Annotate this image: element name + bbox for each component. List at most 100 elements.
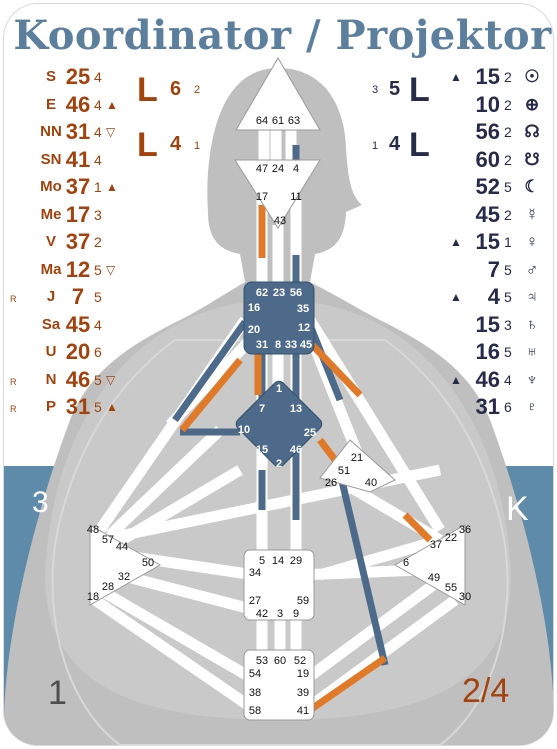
gate-label-42: 42 <box>256 608 268 620</box>
planet-symbol: N <box>45 370 57 388</box>
planet-symbol: ☋ <box>524 149 540 169</box>
gate-label-28: 28 <box>102 581 114 593</box>
planet-symbol: Mo <box>40 178 62 195</box>
gate-label-52: 52 <box>294 655 306 667</box>
gate-number: 10 <box>475 91 500 117</box>
gate-label-45: 45 <box>300 339 312 351</box>
gate-label-31: 31 <box>256 339 268 351</box>
planet-symbol: ♃ <box>525 287 539 306</box>
fixing-arrow: ▲ <box>450 372 462 387</box>
line-number: 5 <box>504 261 512 278</box>
line-number: 5 <box>504 344 512 360</box>
line-number: 5 <box>94 399 102 415</box>
gate-number: 7 <box>487 256 500 282</box>
profile-left-label: 3 <box>32 486 49 519</box>
gate-number: 15 <box>475 64 500 89</box>
ajna-center <box>234 159 321 229</box>
retrograde-marker: R <box>10 294 17 304</box>
gate-number: 41 <box>65 146 91 172</box>
gate-label-2: 2 <box>276 458 282 470</box>
gate-label-19: 19 <box>297 668 309 680</box>
gate-label-33: 33 <box>285 339 297 351</box>
planet-symbol: ♄ <box>525 314 539 334</box>
line-number: 2 <box>504 206 512 223</box>
gate-label-12: 12 <box>298 322 310 334</box>
solar-center <box>393 524 466 606</box>
gate-label-49: 49 <box>428 572 440 584</box>
gate-number: 31 <box>65 119 91 144</box>
bottom-left-number: 1 <box>48 674 67 712</box>
gate-label-29: 29 <box>290 555 302 567</box>
gate-label-43: 43 <box>274 215 286 227</box>
ego-center <box>319 439 396 493</box>
planet-symbol: ☿ <box>525 204 539 224</box>
planet-symbol: J <box>46 288 56 305</box>
planet-symbol: ♅ <box>525 342 539 361</box>
gate-label-58: 58 <box>249 705 261 717</box>
gate-label-35: 35 <box>297 303 309 315</box>
fixing-arrow: ▲ <box>450 70 462 84</box>
line-number: 3 <box>504 316 512 333</box>
planet-symbol: Ma <box>40 260 62 278</box>
gate-label-15: 15 <box>256 444 268 456</box>
gate-label-46: 46 <box>290 444 302 456</box>
body-outline <box>51 339 509 745</box>
gate-label-60: 60 <box>274 655 286 667</box>
planet-symbol: Sa <box>41 315 61 333</box>
design-variable-top-number: 6 <box>170 78 182 100</box>
sacral-center <box>243 549 315 621</box>
gate-label-3: 3 <box>277 608 283 620</box>
gate-number: 17 <box>65 201 91 227</box>
fixing-arrow: ▲ <box>106 400 118 414</box>
gate-label-51: 51 <box>338 465 350 477</box>
line-number: 4 <box>94 124 102 140</box>
gate-number: 16 <box>475 339 500 364</box>
planet-symbol: P <box>45 398 56 415</box>
gate-number: 52 <box>475 174 500 199</box>
root-center <box>243 649 315 721</box>
line-number: 5 <box>504 289 512 305</box>
planet-symbol: ☾ <box>524 177 540 196</box>
gate-number: 37 <box>65 229 91 254</box>
design-variable-bottom-letter: L <box>137 126 158 164</box>
gate-label-38: 38 <box>249 687 261 699</box>
design-variable-bottom-number: 4 <box>170 133 182 155</box>
gate-label-17: 17 <box>256 191 268 203</box>
line-number: 5 <box>504 179 512 195</box>
line-number: 5 <box>94 289 102 305</box>
gate-label-4: 4 <box>293 163 299 175</box>
gate-label-18: 18 <box>87 591 99 603</box>
gate-label-27: 27 <box>249 595 261 607</box>
design-variable-top-small: 2 <box>194 84 201 96</box>
gate-number: 60 <box>475 146 500 172</box>
gate-number: 4 <box>487 284 500 309</box>
gate-label-56: 56 <box>290 287 302 299</box>
gate-number: 31 <box>475 394 500 419</box>
g-center <box>235 380 323 468</box>
gate-label-1: 1 <box>276 383 282 395</box>
line-number: 2 <box>504 69 512 85</box>
gate-label-59: 59 <box>297 595 309 607</box>
gate-label-44: 44 <box>116 541 128 553</box>
gate-label-22: 22 <box>445 532 457 544</box>
gate-label-48: 48 <box>87 524 99 536</box>
gate-number: 46 <box>65 91 91 117</box>
gate-number: 12 <box>65 256 91 282</box>
